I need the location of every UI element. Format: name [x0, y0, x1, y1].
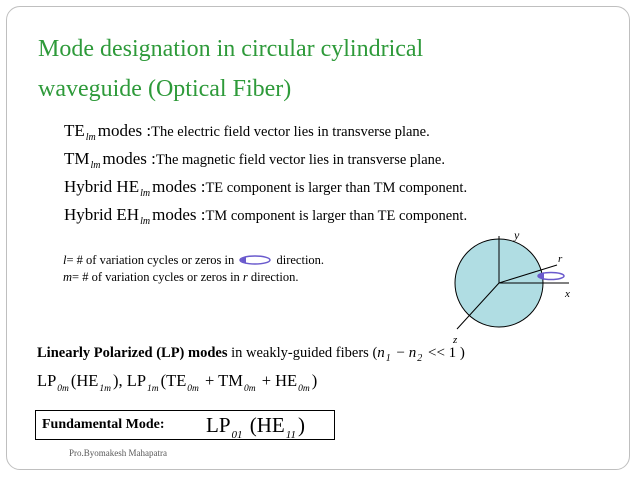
- fundamental-mode-label: Fundamental Mode:: [42, 417, 165, 432]
- eq-term: ): [311, 371, 318, 390]
- mode-description: The electric field vector lies in transv…: [151, 124, 430, 140]
- mode-subscript: lm: [140, 188, 151, 199]
- lp-n1: n: [377, 345, 385, 361]
- lp-close: ): [459, 345, 465, 361]
- def-m: m= # of variation cycles or zeros in r d…: [63, 270, 298, 285]
- mode-symbol: TM: [64, 149, 90, 168]
- title-line-2: waveguide (Optical Fiber): [38, 76, 292, 102]
- eq-term: (HE: [70, 371, 99, 390]
- phi-rotation-icon: [239, 255, 272, 265]
- def-l-var: l: [63, 253, 67, 267]
- mode-word: modes :: [152, 177, 206, 196]
- mode-word: modes :: [102, 149, 156, 168]
- lp-much-less: << 1: [428, 345, 457, 361]
- eq-term: LP: [37, 371, 57, 390]
- def-m-text-a: = # of variation cycles or zeros in: [72, 270, 240, 284]
- lp-n2: n: [408, 345, 417, 361]
- fiber-cross-section-diagram: y x z r: [452, 228, 570, 346]
- fund-lp-sub: 01: [231, 429, 243, 441]
- axis-label-z: z: [452, 334, 458, 346]
- eq-sub: 0m: [187, 384, 199, 394]
- def-l-text-b: direction.: [276, 253, 325, 267]
- mode-subscript: lm: [140, 216, 151, 227]
- mode-subscript: lm: [85, 132, 96, 143]
- eq-term: + TM: [205, 371, 243, 390]
- def-l: l= # of variation cycles or zeros in dir…: [63, 253, 324, 268]
- def-l-text-a: = # of variation cycles or zeros in: [66, 253, 235, 267]
- mode-prefix: Hybrid: [64, 205, 117, 224]
- rotation-arrowhead-icon: [538, 272, 544, 280]
- fundamental-mode-box: Fundamental Mode: LP01 (HE11): [35, 410, 335, 441]
- eq-sub: 1m: [147, 384, 159, 394]
- mode-description: The magnetic field vector lies in transv…: [155, 152, 445, 168]
- lp-n1-sub: 1: [385, 353, 391, 364]
- fund-he-sub: 11: [285, 429, 296, 441]
- mode-symbol: TE: [64, 121, 85, 140]
- slide: Mode designation in circular cylindrical…: [6, 6, 630, 470]
- footer-author: Pro.Byomakesh Mahapatra: [69, 448, 167, 458]
- mode-word: modes :: [152, 205, 206, 224]
- eq-term: ), LP: [113, 371, 147, 390]
- eq-sub: 0m: [298, 384, 310, 394]
- lp-modes-heading: Linearly Polarized (LP) modes in weakly-…: [37, 345, 465, 364]
- def-m-text-b: direction.: [250, 270, 299, 284]
- mode-word: modes :: [97, 121, 152, 140]
- mode-symbol: HE: [116, 177, 140, 196]
- eq-sub: 0m: [57, 384, 69, 394]
- slide-title: Mode designation in circular cylindrical…: [38, 29, 598, 109]
- mode-symbol: EH: [116, 205, 140, 224]
- radius-line: [498, 264, 558, 284]
- axis-label-x: x: [564, 288, 570, 300]
- def-m-r: r: [242, 270, 248, 284]
- lp-equation: LP0m(HE1m), LP1m(TE0m + TM0m + HE0m): [37, 371, 318, 394]
- fund-he: (HE: [249, 413, 285, 437]
- title-line-1: Mode designation in circular cylindrical: [38, 36, 424, 62]
- mode-description: TM component is larger than TE component…: [205, 208, 468, 224]
- fundamental-mode-equation: LP01 (HE11): [206, 413, 305, 441]
- fund-close: ): [297, 413, 305, 437]
- lp-modes-bold: Linearly Polarized (LP) modes: [37, 345, 228, 361]
- z-axis-line: [456, 282, 500, 330]
- mode-subscript: lm: [90, 160, 101, 171]
- eq-term: + HE: [261, 371, 298, 390]
- radius-label: r: [558, 253, 563, 265]
- mode-prefix: Hybrid: [64, 177, 117, 196]
- eq-sub: 1m: [99, 384, 112, 394]
- lp-n2-sub: 2: [417, 353, 423, 364]
- lp-minus: −: [396, 345, 405, 361]
- def-m-var: m: [63, 270, 73, 284]
- fund-lp: LP: [206, 413, 231, 437]
- axis-label-y: y: [513, 228, 520, 242]
- eq-sub: 0m: [243, 384, 256, 394]
- mode-description: TE component is larger than TM component…: [205, 180, 468, 196]
- lp-modes-rest: in weakly-guided fibers (: [227, 345, 378, 361]
- eq-term: (TE: [160, 371, 187, 390]
